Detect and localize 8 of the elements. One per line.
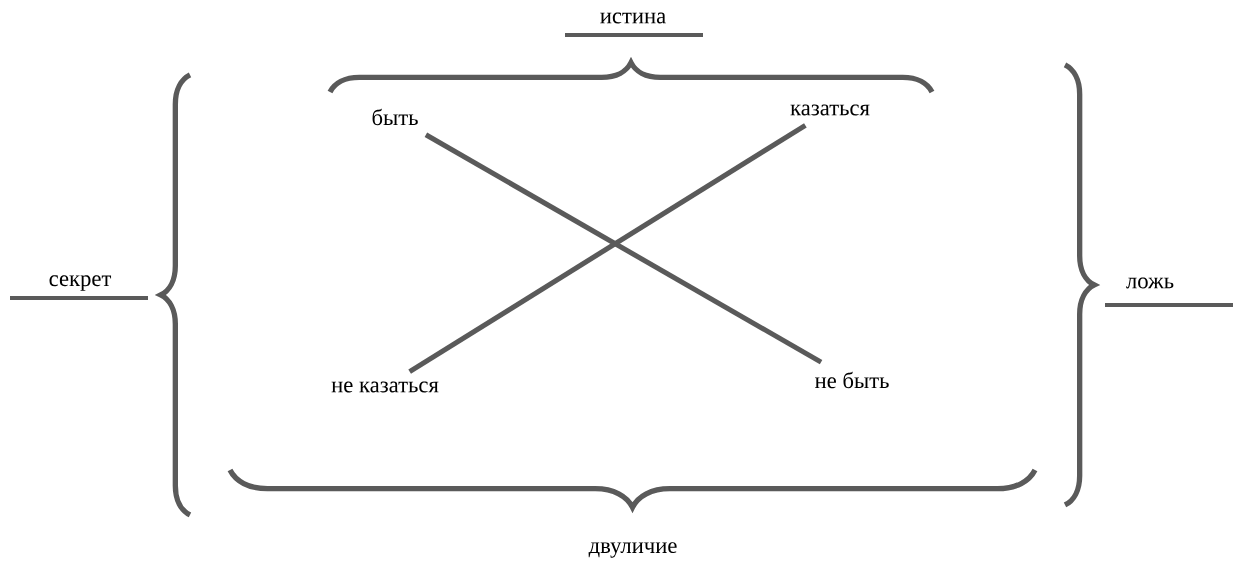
underlined-label: ложь xyxy=(1105,277,1233,307)
term-label: не казаться xyxy=(331,381,439,393)
term-label: казаться xyxy=(790,104,870,116)
underlined-label: истина xyxy=(565,12,703,37)
term-label: быть xyxy=(372,108,418,126)
term-label: не быть xyxy=(815,371,889,389)
label-text: двуличие xyxy=(588,542,677,558)
underlined-label: секрет xyxy=(10,275,148,300)
